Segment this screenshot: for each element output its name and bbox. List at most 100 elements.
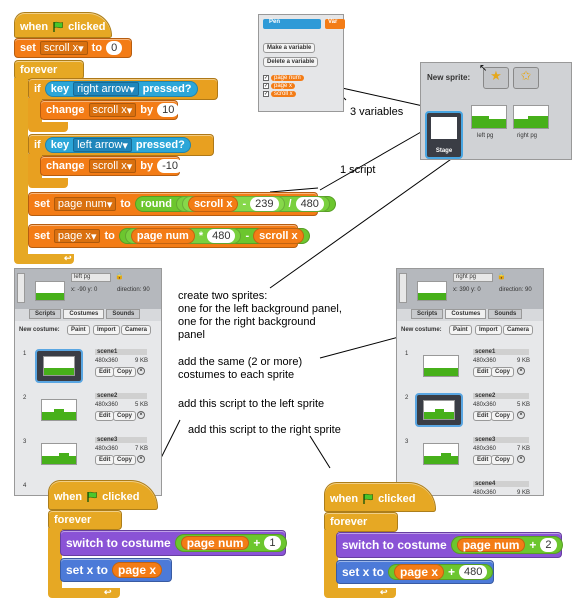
tab-scripts[interactable]: Scripts — [411, 309, 444, 319]
set-x-block[interactable]: set x to page x — [60, 558, 172, 582]
costume-name[interactable]: scene4 — [473, 481, 529, 487]
tab-sounds[interactable]: Sounds — [106, 309, 141, 319]
variable-item[interactable]: ✓ page num — [263, 75, 304, 81]
costume-thumb[interactable] — [41, 399, 77, 421]
var-page-x[interactable]: page x — [271, 83, 296, 89]
costume-name[interactable]: scene1 — [473, 349, 529, 355]
page-x-reporter[interactable]: page x — [394, 564, 445, 580]
rotation-icons[interactable] — [17, 273, 25, 303]
offset-field[interactable]: 239 — [250, 197, 279, 211]
costume-name[interactable]: scene3 — [473, 437, 529, 443]
tab-costumes[interactable]: Costumes — [63, 309, 105, 319]
delete-costume-icon[interactable]: × — [517, 367, 525, 375]
tab-pen[interactable]: Pen — [263, 19, 321, 29]
copy-button[interactable]: Copy — [113, 455, 136, 465]
var-scroll-x[interactable]: scroll x — [271, 91, 296, 97]
key-right-arrow-pressed[interactable]: key right arrow ▾ pressed? — [44, 81, 198, 97]
costume-name[interactable]: scene3 — [95, 437, 147, 443]
if-left-arrow-block[interactable]: if key left arrow ▾ pressed? — [28, 134, 214, 156]
delete-costume-icon[interactable]: × — [137, 455, 145, 463]
edit-button[interactable]: Edit — [95, 411, 115, 421]
edit-button[interactable]: Edit — [473, 455, 493, 465]
if-right-arrow-block[interactable]: if key right arrow ▾ pressed? — [28, 78, 218, 100]
page-x-reporter[interactable]: page x — [112, 562, 163, 578]
forever-block[interactable]: forever — [48, 510, 122, 530]
scroll-x-reporter[interactable]: scroll x — [187, 196, 239, 212]
costume-thumb[interactable] — [423, 355, 459, 377]
checkbox-icon[interactable]: ✓ — [263, 75, 269, 81]
key-left-arrow-pressed[interactable]: key left arrow ▾ pressed? — [44, 137, 191, 153]
scroll-x-reporter-2[interactable]: scroll x — [253, 228, 304, 244]
forever-block[interactable]: forever — [324, 512, 398, 532]
change1-value-field[interactable]: 10 — [157, 103, 180, 117]
change1-var-dropdown[interactable]: scroll x ▾ — [88, 103, 137, 117]
right-arrow-dropdown[interactable]: right arrow ▾ — [73, 82, 139, 96]
var-page-num[interactable]: page num — [271, 75, 304, 81]
paint-sprite-button[interactable]: ★ — [483, 67, 509, 89]
delete-costume-icon[interactable]: × — [137, 411, 145, 419]
make-variable-button[interactable]: Make a variable — [263, 43, 316, 53]
copy-button[interactable]: Copy — [113, 411, 136, 421]
costume-thumb[interactable] — [41, 443, 77, 465]
lock-icon[interactable]: 🔒 — [115, 273, 124, 280]
round-operator[interactable]: round scroll x - 239 / 480 — [134, 196, 336, 212]
delete-costume-icon[interactable]: × — [517, 455, 525, 463]
set-scroll-x-block[interactable]: set scroll x ▾ to 0 — [14, 38, 132, 58]
delete-costume-icon[interactable]: × — [137, 367, 145, 375]
checkbox-icon[interactable]: ✓ — [263, 91, 269, 97]
costume-name[interactable]: scene1 — [95, 349, 147, 355]
copy-button[interactable]: Copy — [491, 367, 514, 377]
page-num-reporter[interactable]: page num — [130, 228, 195, 244]
tab-scripts[interactable]: Scripts — [29, 309, 62, 319]
left-sprite-thumb[interactable] — [471, 105, 507, 129]
camera-button[interactable]: Camera — [503, 325, 534, 335]
rotation-icons[interactable] — [399, 273, 407, 303]
change-scroll-x-neg10-block[interactable]: change scroll x ▾ by -10 — [40, 156, 184, 176]
x-offset-field[interactable]: 480 — [459, 565, 488, 579]
costume-name[interactable]: scene2 — [95, 393, 147, 399]
subtract-operator[interactable]: page num * 480 - scroll x — [118, 228, 310, 244]
switch-costume-block[interactable]: switch to costume page num + 2 — [336, 532, 563, 558]
edit-button[interactable]: Edit — [473, 367, 493, 377]
copy-button[interactable]: Copy — [491, 455, 514, 465]
add-operator[interactable]: page num + 1 — [174, 534, 287, 552]
choose-sprite-button[interactable]: ✩ — [513, 67, 539, 89]
costume-item-selected[interactable] — [415, 393, 463, 427]
change-scroll-x-10-block[interactable]: change scroll x ▾ by 10 — [40, 100, 180, 120]
set-page-x-block[interactable]: set page x ▾ to page num * 480 - scroll … — [28, 224, 310, 248]
stage-thumb[interactable]: Stage — [425, 111, 463, 159]
costume-name[interactable]: scene2 — [473, 393, 529, 399]
import-button[interactable]: Import — [475, 325, 502, 335]
paint-button[interactable]: Paint — [449, 325, 472, 335]
init-value-field[interactable]: 0 — [106, 41, 123, 55]
when-flag-clicked-block[interactable]: when clicked — [48, 480, 158, 510]
delete-variable-button[interactable]: Delete a variable — [263, 57, 319, 67]
set-page-num-block[interactable]: set page num ▾ to round scroll x - 239 /… — [28, 192, 336, 216]
when-flag-clicked-block[interactable]: when clicked — [14, 12, 112, 38]
add-operator[interactable]: page num + 2 — [450, 536, 563, 554]
multiply-operator[interactable]: page num * 480 — [124, 228, 242, 244]
paint-button[interactable]: Paint — [67, 325, 90, 335]
delete-costume-icon[interactable]: × — [517, 411, 525, 419]
left-arrow-dropdown[interactable]: left arrow ▾ — [73, 138, 132, 152]
offset-field[interactable]: 1 — [264, 536, 281, 550]
costume-item-selected[interactable] — [35, 349, 83, 383]
edit-button[interactable]: Edit — [95, 455, 115, 465]
divide-operator[interactable]: scroll x - 239 / 480 — [175, 196, 330, 212]
add-operator-2[interactable]: page x + 480 — [388, 564, 494, 580]
checkbox-icon[interactable]: ✓ — [263, 83, 269, 89]
page-num-reporter[interactable]: page num — [456, 538, 526, 552]
tab-sounds[interactable]: Sounds — [488, 309, 523, 319]
when-flag-clicked-block[interactable]: when clicked — [324, 482, 436, 512]
forever-block[interactable]: forever — [14, 60, 84, 80]
import-button[interactable]: Import — [93, 325, 120, 335]
edit-button[interactable]: Edit — [95, 367, 115, 377]
variable-item[interactable]: ✓ scroll x — [263, 91, 304, 97]
tab-costumes[interactable]: Costumes — [445, 309, 487, 319]
tab-variables[interactable]: Var — [325, 19, 345, 29]
page-num-dropdown[interactable]: page num ▾ — [53, 197, 117, 211]
edit-button[interactable]: Edit — [473, 411, 493, 421]
change2-value-field[interactable]: -10 — [157, 159, 184, 173]
page-num-reporter[interactable]: page num — [180, 536, 250, 550]
page-x-dropdown[interactable]: page x ▾ — [53, 229, 101, 243]
